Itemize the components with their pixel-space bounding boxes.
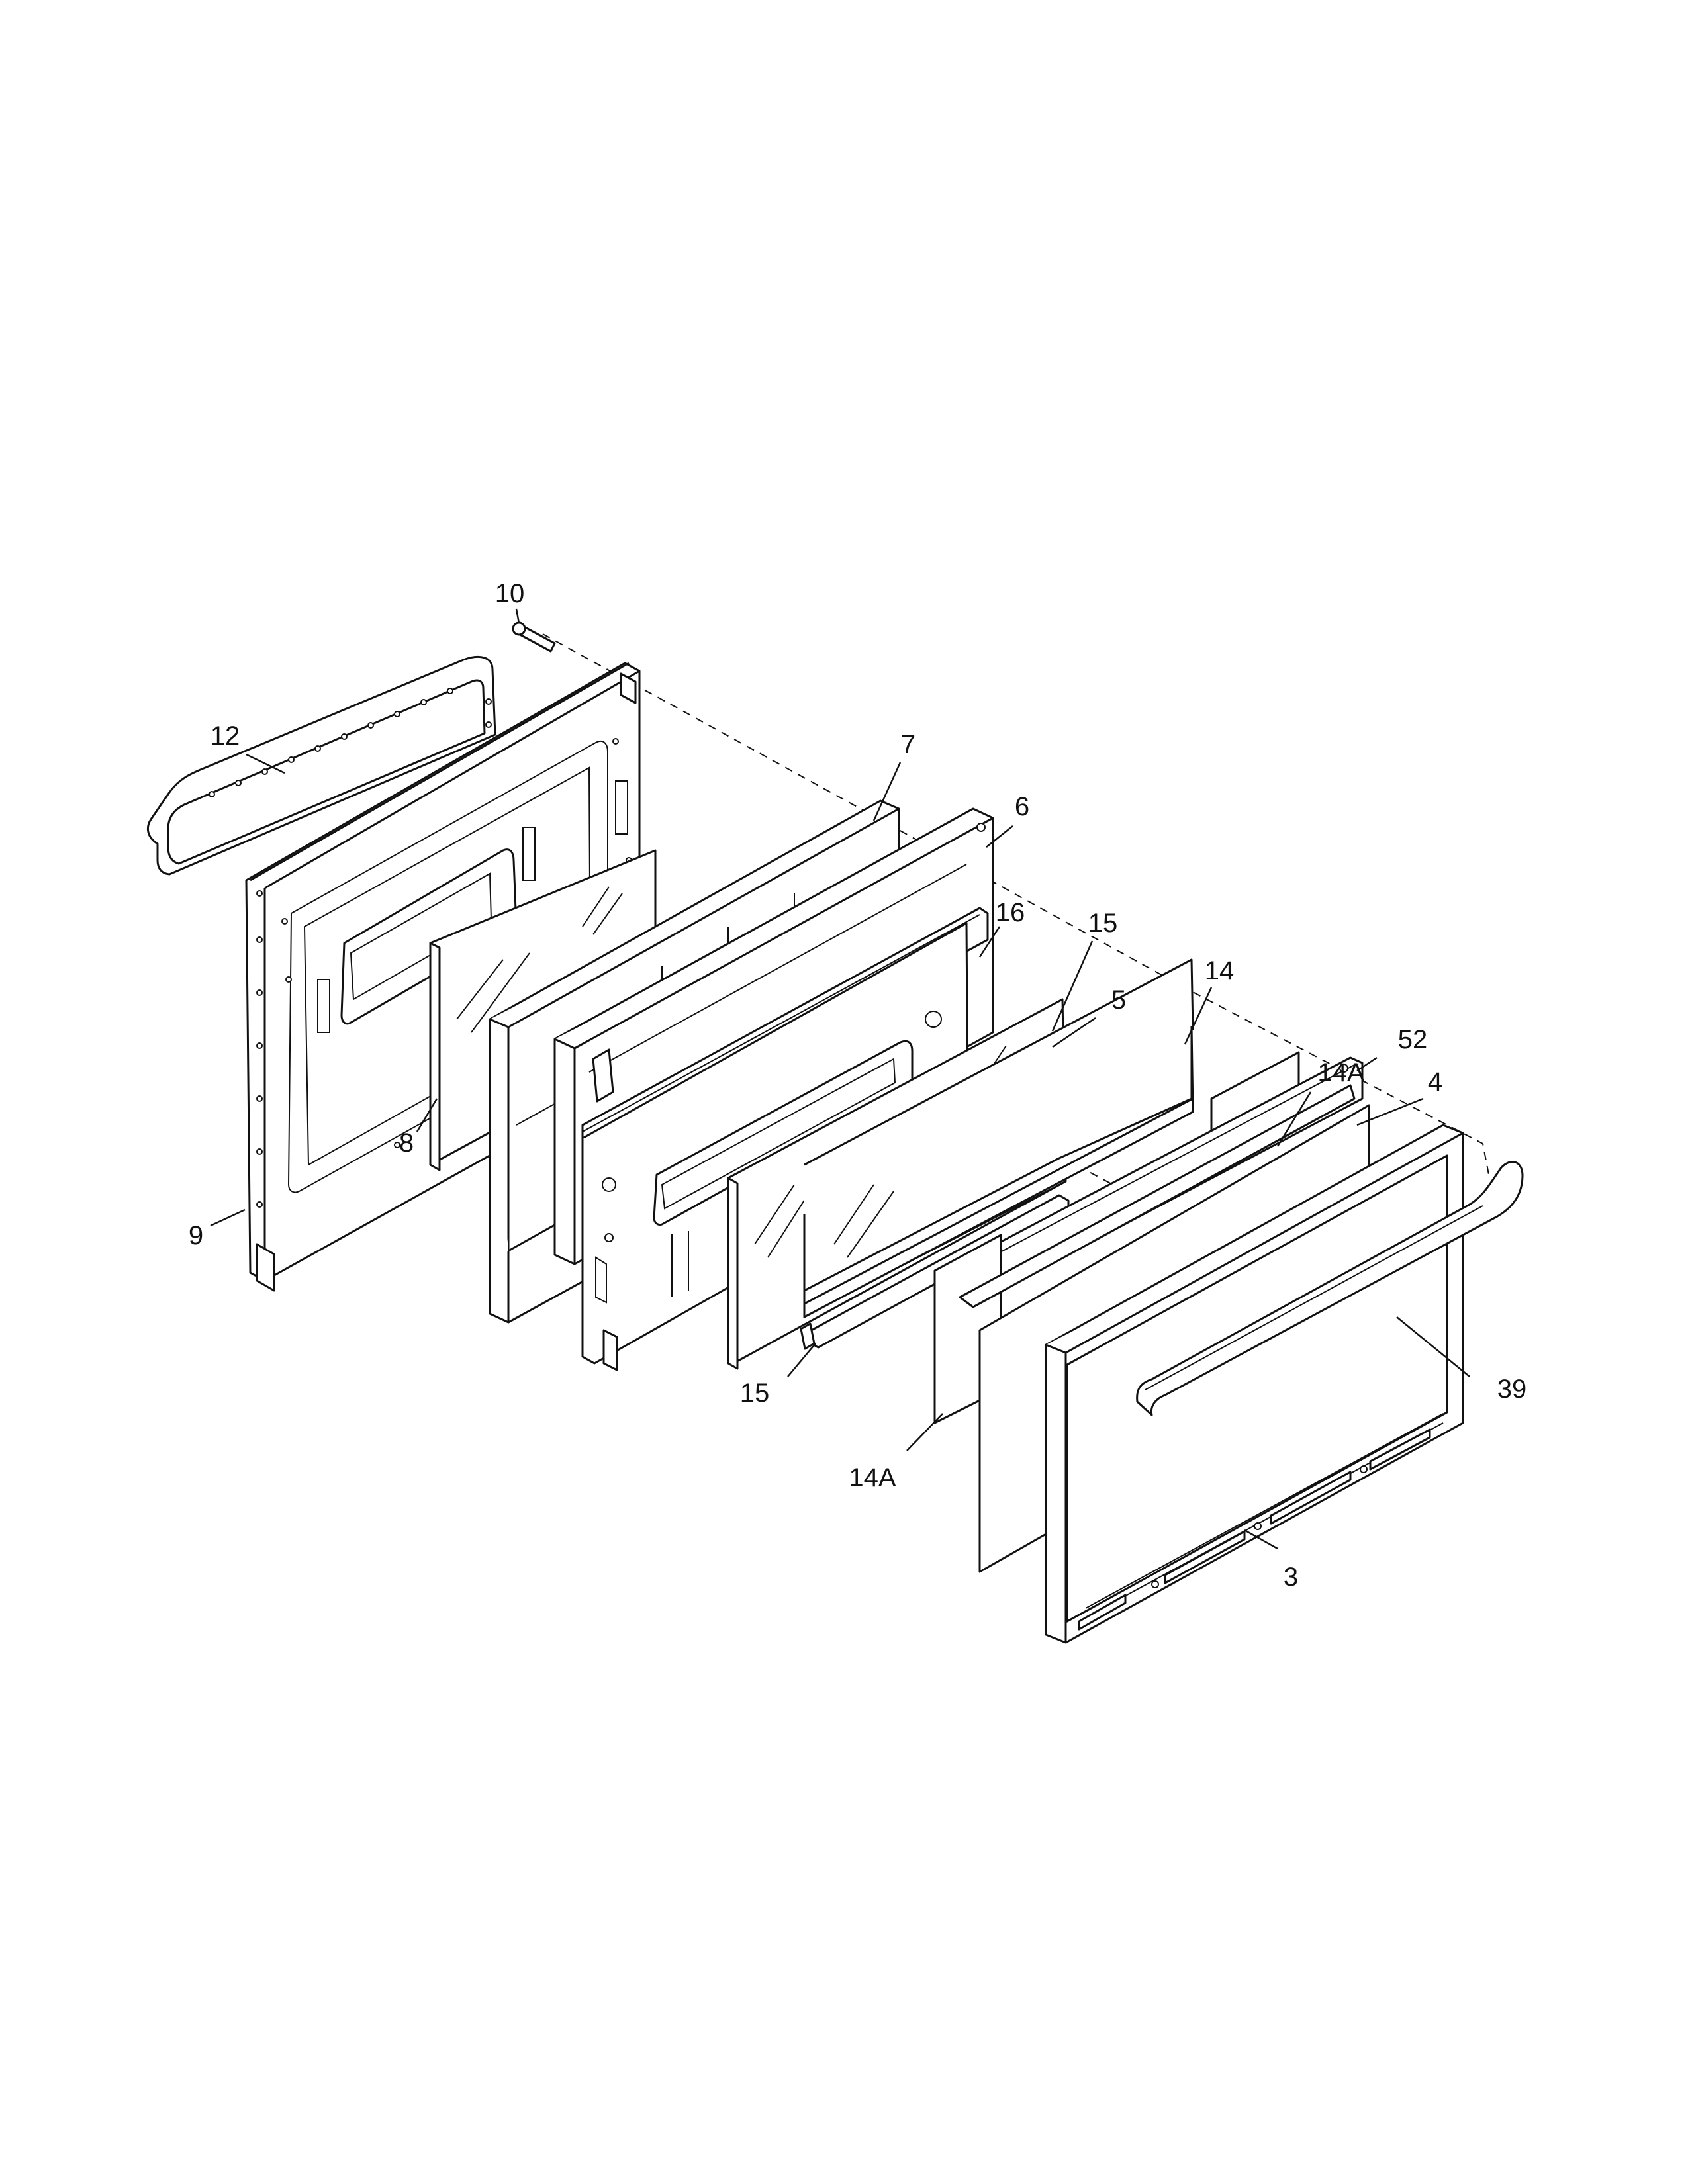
callout-14: 14 — [1205, 956, 1235, 985]
callout-15-top: 15 — [1088, 909, 1118, 938]
callout-9: 9 — [189, 1221, 203, 1250]
callout-15-bottom: 15 — [740, 1379, 770, 1408]
part-14-outer-glass — [803, 958, 1194, 1318]
callout-14A-bottom: 14A — [849, 1463, 896, 1492]
callout-4: 4 — [1428, 1068, 1442, 1097]
callout-labels: 10 12 9 8 7 6 16 15 5 14 14A 52 4 15 14A… — [189, 579, 1526, 1592]
callout-7: 7 — [901, 730, 915, 759]
callout-5: 5 — [1111, 985, 1126, 1015]
callout-52: 52 — [1398, 1025, 1428, 1054]
part-12-door-gasket — [146, 655, 496, 876]
callout-14A-top: 14A — [1317, 1058, 1364, 1087]
callout-10: 10 — [495, 579, 525, 608]
part-10-screw — [512, 621, 556, 653]
callout-12: 12 — [211, 721, 240, 751]
callout-16: 16 — [996, 898, 1025, 927]
part-39-door-handle — [1136, 1161, 1524, 1416]
callout-3: 3 — [1284, 1563, 1298, 1592]
callout-6: 6 — [1015, 792, 1029, 821]
callout-8: 8 — [399, 1128, 414, 1158]
callout-39: 39 — [1497, 1375, 1527, 1404]
leader-lines — [210, 608, 1470, 1550]
